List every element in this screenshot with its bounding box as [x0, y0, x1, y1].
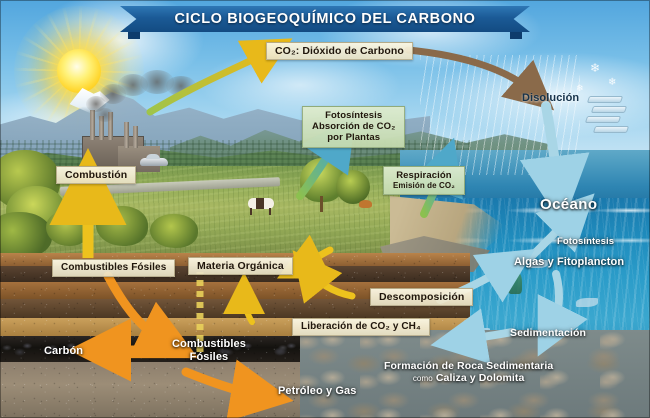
smokestack-4 [124, 122, 129, 148]
label-fotosintesis-line3: por Plantas [327, 132, 381, 144]
arrow-disolucion-to-oceano [519, 101, 590, 226]
arrow-to-petroleo-gas [181, 359, 294, 418]
fish-icon-1 [530, 260, 548, 268]
arrow-liberacion-co2-ch4 [223, 272, 266, 325]
bush-left-3 [0, 212, 52, 258]
arrow-fotosintesis-plantas [296, 113, 356, 200]
arrow-co2-to-disolucion [404, 46, 555, 111]
surf-line-2 [400, 236, 650, 245]
tree-canopy-2 [336, 170, 370, 204]
label-carbon: Carbón [44, 345, 84, 357]
label-cf-line1: Combustibles [172, 338, 246, 350]
label-fotosintesis-line1: Fotosíntesis [325, 110, 383, 121]
label-respiracion: Respiración Emisión de CO₂ [383, 166, 465, 195]
label-roca-como: como [412, 374, 433, 384]
label-roca-line2: Caliza y Dolomita [435, 372, 525, 385]
banner-tail-left [128, 32, 140, 39]
tree-trunk-1 [320, 196, 323, 212]
smokestack-1 [90, 110, 95, 140]
label-algas-fitoplancton: Algas y Fitoplancton [514, 256, 625, 268]
label-cf-line2: Fósiles [189, 350, 229, 363]
label-descomposicion: Descomposición [370, 288, 474, 307]
page-title: CICLO BIOGEOQUÍMICO DEL CARBONO [174, 11, 476, 27]
title-banner [120, 6, 530, 32]
arrow-organica-to-fosiles [103, 271, 199, 359]
label-oceano: Océano [540, 196, 598, 213]
smokestack-3 [108, 112, 113, 140]
label-petroleo-gas: Petróleo y Gas [278, 385, 357, 397]
label-liberacion: Liberación de CO₂ y CH₄ [292, 318, 430, 336]
label-sedimentacion: Sedimentación [510, 327, 586, 339]
label-fotosintesis-plantas: Fotosíntesis Absorción de CO₂ por Planta… [302, 106, 406, 148]
arrow-smoke-to-co2 [146, 38, 293, 116]
label-combustion: Combustión [56, 166, 137, 185]
label-materia-organica: Materia Orgánica [188, 257, 293, 276]
cow-leg-1 [250, 208, 252, 215]
label-fotosintesis-line2: Absorción de CO₂ [312, 121, 396, 133]
label-respiracion-line1: Respiración [396, 170, 452, 181]
smoke-plume-6 [96, 108, 114, 122]
snowflake-icon-3: ❄ [576, 83, 584, 93]
sun-icon [57, 49, 101, 93]
label-roca-line1: Formación de Roca Sedimentaria [384, 360, 554, 372]
arrow-to-materia-organica [276, 234, 334, 279]
smokestack-2 [99, 116, 104, 140]
car-icon [140, 154, 168, 166]
label-co2: CO₂: Dióxido de Carbono [266, 42, 413, 61]
smokestack-5 [133, 126, 138, 148]
snowflake-icon-1: ❄ [590, 61, 601, 75]
label-fotosintesis-marina: Fotosíntesis [557, 236, 615, 247]
fox-icon [359, 200, 372, 208]
label-combustibles-fosiles-subsuelo: Combustibles Fósiles [172, 338, 246, 364]
label-combustibles-fosiles-superficie: Combustibles Fósiles [52, 259, 176, 277]
arrow-descomposicion [292, 250, 356, 304]
arrow-algas-to-sedimentacion [537, 270, 588, 357]
snowflake-icon-2: ❄ [608, 77, 617, 88]
label-respiracion-line2: Emisión de CO₂ [393, 181, 455, 191]
cow-icon [248, 198, 274, 209]
cow-leg-2 [269, 208, 271, 215]
banner-tail-right [510, 32, 522, 39]
arrow-sedimentacion-to-roca [430, 308, 516, 364]
bush-left-6 [150, 214, 198, 248]
label-disolucion: Disolución [522, 92, 580, 104]
label-roca-sedimentaria: Formación de Roca Sedimentaria como Cali… [384, 360, 553, 385]
